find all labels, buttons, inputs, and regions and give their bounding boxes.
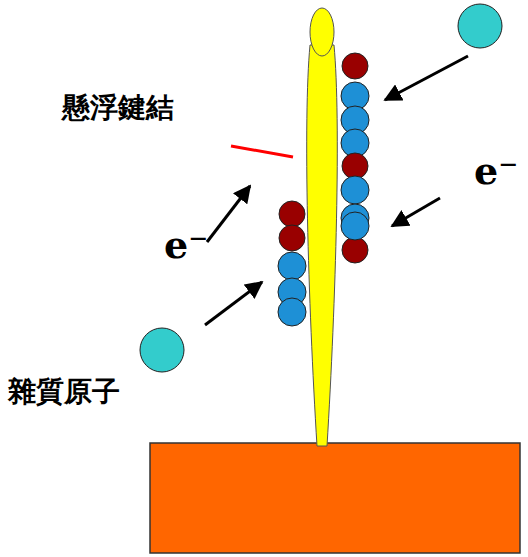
adsorbed-molecules [278,53,369,326]
nanowire [307,45,338,446]
callout-label: 雜質原子 [8,378,120,406]
callout-label: 懸浮鍵結 [62,94,174,122]
impurity-atom [140,328,184,372]
substrate [150,443,520,553]
impurity-atom [458,4,502,48]
electron-label: e⁻ [474,152,518,190]
arrows [205,56,468,325]
nanowire-tip [310,8,334,56]
electron-label: e⁻ [164,226,208,264]
dangling-bond [231,146,293,157]
